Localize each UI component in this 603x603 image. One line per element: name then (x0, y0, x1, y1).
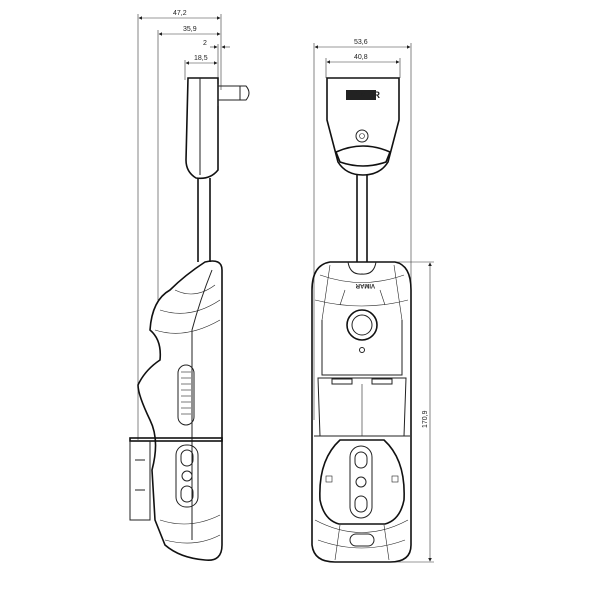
front-view: VIMAR VIMAR (311, 77, 412, 563)
dim-side-plug-depth: 18,5 (194, 55, 208, 62)
vimar-logo: VIMAR (351, 90, 381, 100)
side-plug (185, 77, 250, 180)
front-cord (356, 175, 368, 262)
side-mounting-plate (129, 437, 223, 442)
dim-side-offset: 2 (203, 40, 207, 47)
side-cord (197, 178, 211, 262)
side-socket-face (175, 444, 199, 508)
side-view (129, 77, 250, 562)
socket-outlet (319, 439, 405, 525)
side-view-dimensions: 47,2 35,9 2 18,5 (137, 10, 230, 440)
dim-front-plug-width: 40,8 (354, 54, 368, 61)
front-button (346, 309, 378, 341)
side-body (129, 260, 223, 562)
bottom-slot (349, 533, 375, 547)
front-plug: VIMAR (326, 77, 400, 176)
plug-button-icon (355, 129, 369, 143)
dim-side-body-depth: 35,9 (183, 26, 197, 33)
indicator-led (359, 347, 365, 353)
dim-front-total-width: 53,6 (354, 39, 368, 46)
front-view-dimensions: 53,6 40,8 170,9 (313, 39, 434, 563)
front-body: VIMAR (311, 261, 412, 563)
dim-side-total-depth: 47,2 (173, 10, 187, 17)
dim-front-body-height: 170,9 (422, 410, 429, 428)
side-vent-grille (177, 364, 195, 426)
vimar-logo-mirrored: VIMAR (355, 282, 375, 288)
